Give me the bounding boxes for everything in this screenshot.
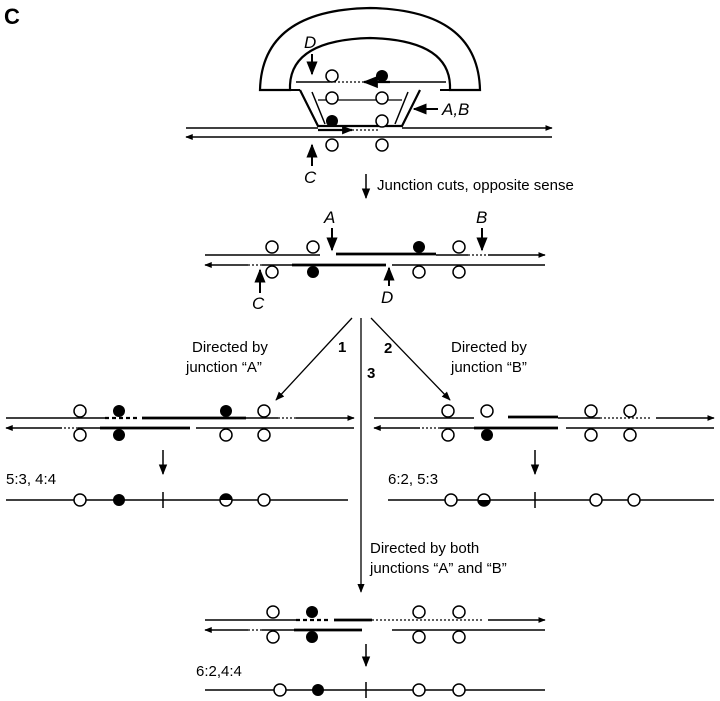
branch-3-text-1: Directed by both [370, 540, 479, 557]
cut-label-d: D [304, 33, 316, 52]
cut-d-label: D [381, 288, 393, 307]
step-text: Junction cuts, opposite sense [377, 177, 574, 194]
branch-2-text-1: Directed by [451, 339, 527, 356]
cut-c-label: C [252, 294, 265, 313]
branch-1-product [5, 404, 355, 508]
branch-3-number: 3 [367, 365, 375, 382]
branch-3-product [204, 605, 546, 698]
cut-label-ab: A,B [441, 100, 469, 119]
cut-b-label: B [476, 208, 487, 227]
branch-2-product [373, 404, 715, 508]
branch-arrows [275, 317, 451, 593]
dhj-structure [185, 6, 553, 166]
branch-1-text-2: junction “A” [185, 359, 262, 376]
branch-1-text-1: Directed by [192, 339, 268, 356]
cut-a-label: A [323, 208, 335, 227]
branch-3-ratio: 6:2,4:4 [196, 663, 242, 680]
cut-label-c: C [304, 168, 317, 187]
panel-label: C [4, 4, 20, 29]
branch-2-number: 2 [384, 340, 392, 357]
branch-1-number: 1 [338, 339, 346, 356]
branch-3-text-2: junctions “A” and “B” [369, 560, 507, 577]
cut-intermediate [204, 228, 546, 293]
branch-2-ratio: 6:2, 5:3 [388, 471, 438, 488]
branch-2-text-2: junction “B” [450, 359, 527, 376]
branch-1-ratio: 5:3, 4:4 [6, 471, 56, 488]
